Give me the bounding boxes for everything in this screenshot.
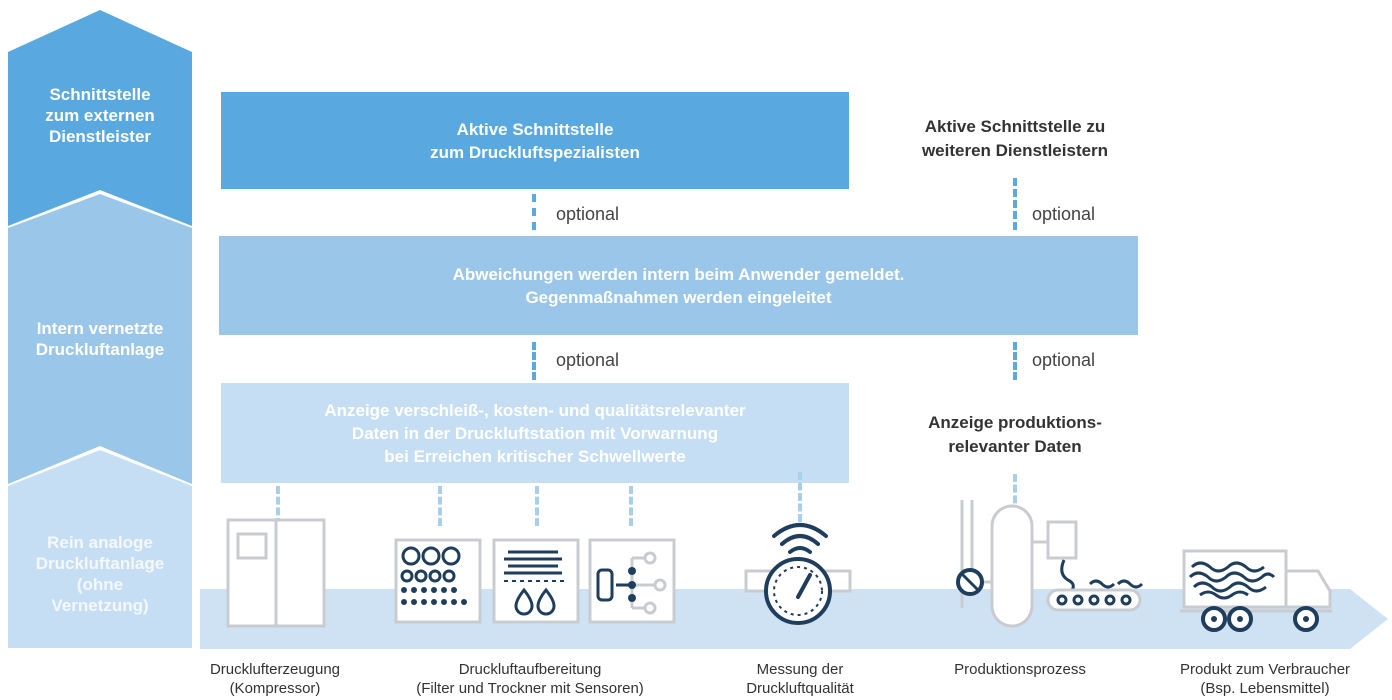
connector-compressor bbox=[276, 486, 280, 526]
display-box: Anzeige verschleiß-, kosten- und qualitä… bbox=[221, 383, 849, 483]
label-measurement: Messung der Druckluftqualität bbox=[746, 661, 854, 697]
chevron-internal bbox=[8, 194, 192, 484]
sensor-icon bbox=[588, 538, 676, 624]
connector-production bbox=[1013, 474, 1017, 514]
active-interface-box: Aktive Schnittstelle zum Druckluftspezia… bbox=[221, 92, 849, 189]
connector-top-left bbox=[532, 194, 536, 230]
connector-dryer bbox=[535, 486, 539, 526]
optional-label-1: optional bbox=[556, 204, 620, 224]
wifi-icon bbox=[772, 523, 828, 554]
connector-meter bbox=[798, 472, 802, 522]
production-plant-icon bbox=[956, 500, 1144, 628]
connector-sensor bbox=[629, 486, 633, 526]
filter-icon bbox=[394, 538, 482, 624]
chevron-analog bbox=[8, 450, 192, 648]
label-generation: Drucklufterzeugung (Kompressor) bbox=[209, 661, 341, 697]
pressure-meter-icon bbox=[744, 557, 852, 625]
chevron-external bbox=[8, 10, 192, 226]
optional-label-3: optional bbox=[556, 350, 620, 370]
level-external-label: Schnittstelle zum externen Dienstleister bbox=[45, 85, 155, 146]
level-internal-label: Intern vernetzte Druckluftanlage bbox=[35, 319, 165, 359]
label-treatment: Druckluftaufbereitung (Filter und Trockn… bbox=[416, 661, 644, 697]
dryer-icon bbox=[492, 538, 580, 624]
label-production: Produktionsprozess bbox=[954, 661, 1086, 678]
production-data-text: Anzeige produktions- relevanter Daten bbox=[928, 413, 1102, 456]
connector-mid-right bbox=[1013, 342, 1017, 380]
optional-label-4: optional bbox=[1032, 350, 1096, 370]
compressor-icon bbox=[226, 518, 326, 628]
label-product: Produkt zum Verbraucher (Bsp. Lebensmitt… bbox=[1179, 661, 1351, 697]
optional-label-2: optional bbox=[1032, 204, 1096, 224]
connector-mid-left bbox=[532, 342, 536, 380]
deviations-box: Abweichungen werden intern beim Anwender… bbox=[219, 236, 1138, 335]
level-analog-label: Rein analoge Druckluftanlage (ohne Verne… bbox=[35, 533, 165, 615]
connector-filter bbox=[438, 486, 442, 526]
other-providers-text: Aktive Schnittstelle zu weiteren Dienstl… bbox=[921, 117, 1109, 160]
truck-icon bbox=[1180, 549, 1332, 632]
connector-top-right bbox=[1013, 178, 1017, 230]
level-chevrons bbox=[8, 10, 192, 648]
